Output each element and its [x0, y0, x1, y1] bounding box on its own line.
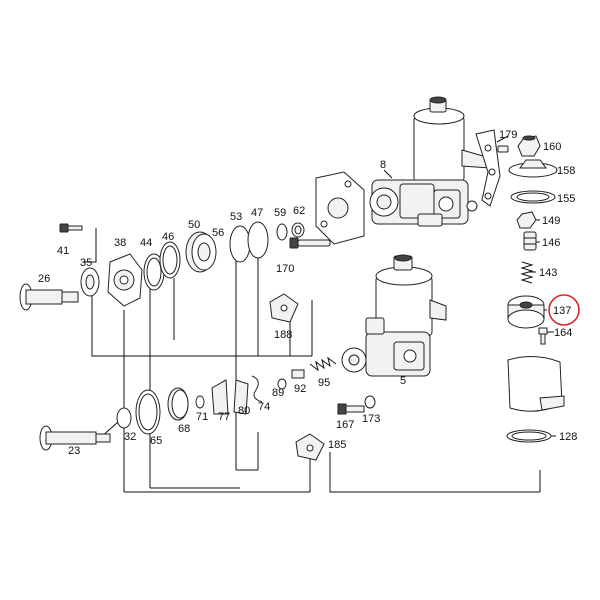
- label-46[interactable]: 46: [162, 231, 174, 243]
- label-77[interactable]: 77: [218, 411, 230, 423]
- label-47[interactable]: 47: [251, 207, 263, 219]
- label-155[interactable]: 155: [557, 193, 575, 205]
- label-128[interactable]: 128: [559, 431, 577, 443]
- label-59[interactable]: 59: [274, 207, 286, 219]
- label-92[interactable]: 92: [294, 383, 306, 395]
- label-32[interactable]: 32: [124, 431, 136, 443]
- label-65[interactable]: 65: [150, 435, 162, 447]
- label-160[interactable]: 160: [543, 141, 561, 153]
- label-53[interactable]: 53: [230, 211, 242, 223]
- label-50[interactable]: 50: [188, 219, 200, 231]
- label-167[interactable]: 167: [336, 419, 354, 431]
- label-5[interactable]: 5: [400, 375, 406, 387]
- label-137[interactable]: 137: [553, 305, 571, 317]
- label-89[interactable]: 89: [272, 387, 284, 399]
- label-185[interactable]: 185: [328, 439, 346, 451]
- label-173[interactable]: 173: [362, 413, 380, 425]
- power-steering-pump-lower: [341, 254, 447, 377]
- label-164[interactable]: 164: [554, 327, 572, 339]
- label-170[interactable]: 170: [276, 263, 294, 275]
- label-80[interactable]: 80: [238, 405, 250, 417]
- label-95[interactable]: 95: [318, 377, 330, 389]
- label-56[interactable]: 56: [212, 227, 224, 239]
- left-side-parts: [19, 221, 376, 461]
- label-158[interactable]: 158: [557, 165, 575, 177]
- label-143[interactable]: 143: [539, 267, 557, 279]
- label-146[interactable]: 146: [542, 237, 560, 249]
- label-41[interactable]: 41: [57, 245, 69, 257]
- part-labels: 179 160 8 158 155 149 146 143 137 164 12…: [38, 129, 577, 457]
- label-26[interactable]: 26: [38, 273, 50, 285]
- highlight-circle-137: [548, 294, 580, 326]
- power-steering-pump-upper: [289, 96, 501, 249]
- label-68[interactable]: 68: [178, 423, 190, 435]
- label-62[interactable]: 62: [293, 205, 305, 217]
- label-179[interactable]: 179: [499, 129, 517, 141]
- label-188[interactable]: 188: [274, 329, 292, 341]
- label-44[interactable]: 44: [140, 237, 152, 249]
- label-71[interactable]: 71: [196, 411, 208, 423]
- right-column-parts: [497, 135, 565, 443]
- label-23[interactable]: 23: [68, 445, 80, 457]
- label-149[interactable]: 149: [542, 215, 560, 227]
- label-8[interactable]: 8: [380, 159, 386, 171]
- label-35[interactable]: 35: [80, 257, 92, 269]
- leader-lines: [84, 135, 556, 493]
- label-38[interactable]: 38: [114, 237, 126, 249]
- label-74[interactable]: 74: [258, 401, 270, 413]
